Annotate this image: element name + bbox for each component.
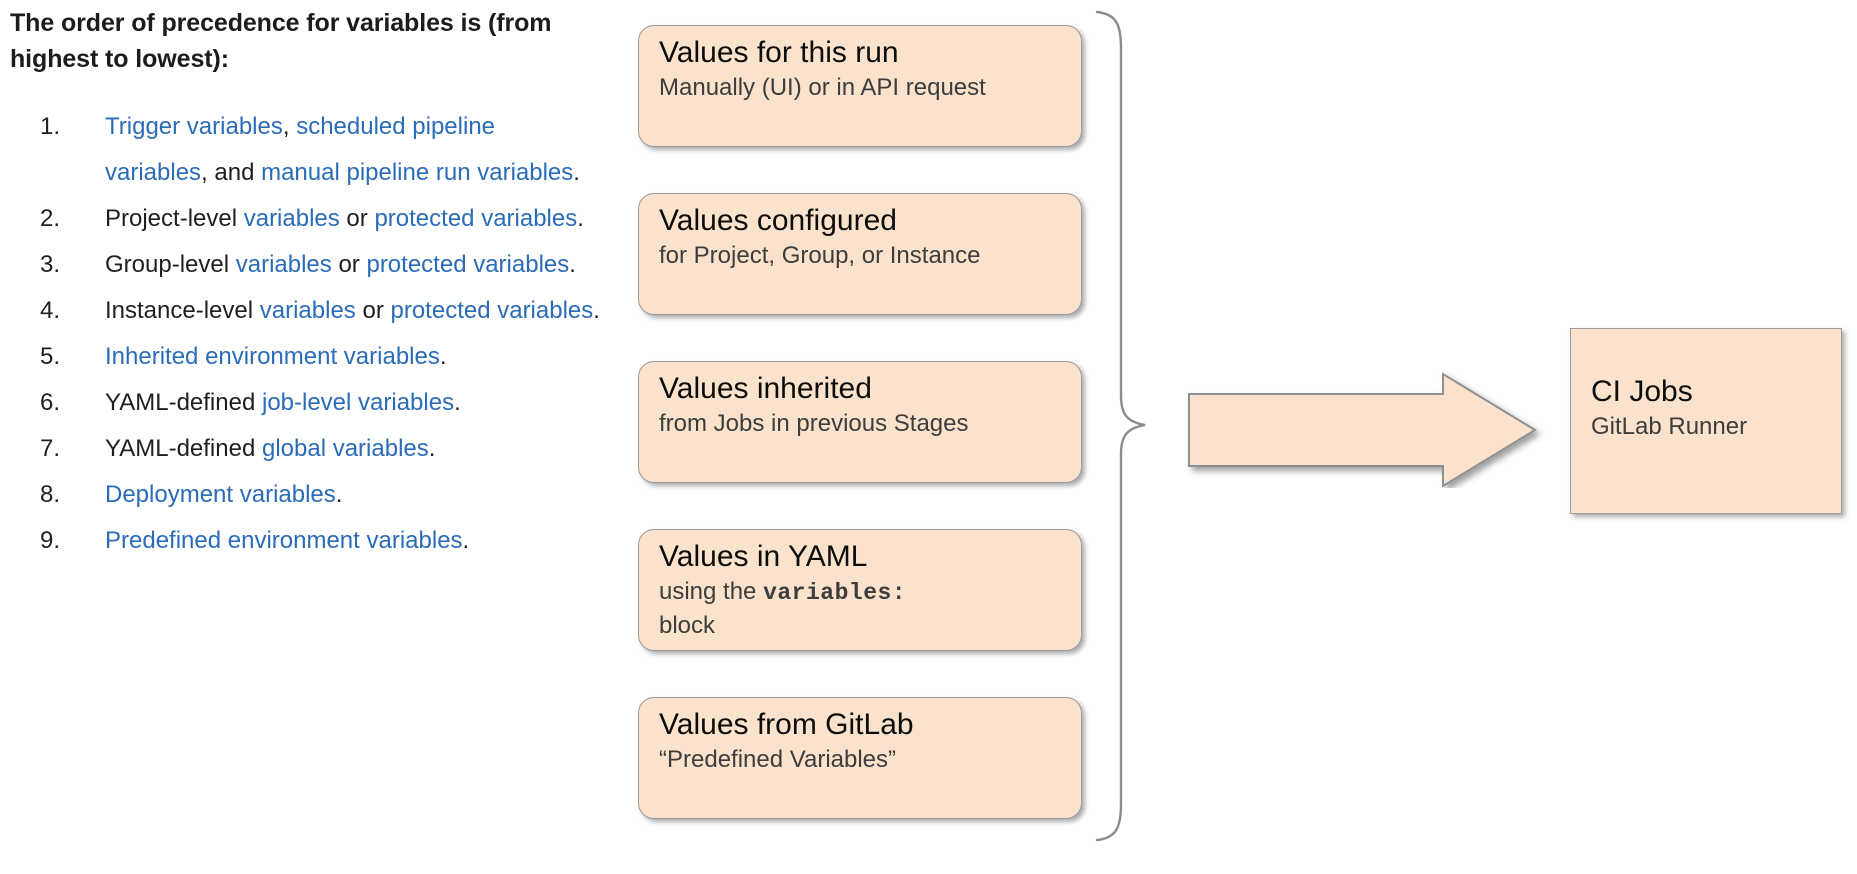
list-item-text: Project-level variables or protected var… xyxy=(105,196,600,242)
value-box-subtitle-post: block xyxy=(659,611,716,639)
list-item-marker: 5. xyxy=(40,343,61,370)
flow-arrow-to-ci-jobs-icon xyxy=(1188,372,1537,488)
ci-jobs-box[interactable]: CI Jobs GitLab Runner xyxy=(1570,328,1842,514)
list-item-marker: 7. xyxy=(40,435,61,462)
variable-doc-link[interactable]: protected variables xyxy=(366,251,570,278)
value-box-subtitle: from Jobs in previous Stages xyxy=(659,410,969,438)
variable-doc-link[interactable]: variables xyxy=(259,297,356,324)
precedence-list-item: 5. Inherited environment variables. xyxy=(0,334,600,380)
variable-doc-link[interactable]: variables xyxy=(243,205,340,232)
list-item-text: YAML-defined global variables. xyxy=(105,426,600,472)
list-item-text: Group-level variables or protected varia… xyxy=(105,242,600,288)
list-item-plain-text: . xyxy=(593,297,600,324)
variable-doc-link[interactable]: manual pipeline run variables xyxy=(261,159,574,186)
list-item-plain-text: , xyxy=(282,113,297,140)
list-item-plain-text: or xyxy=(339,205,375,232)
list-item-marker: 2. xyxy=(40,205,61,232)
value-box-subtitle: using the variables: block xyxy=(659,576,1061,642)
list-item-text: Deployment variables. xyxy=(105,472,600,518)
list-item-plain-text: . xyxy=(439,343,447,370)
precedence-list-item: 8. Deployment variables. xyxy=(0,472,600,518)
list-item-text: Predefined environment variables. xyxy=(105,518,600,564)
ci-jobs-subtitle: GitLab Runner xyxy=(1591,412,1748,440)
list-item-plain-text: . xyxy=(335,481,343,508)
precedence-ordered-list: 1. Trigger variables, scheduled pipeline … xyxy=(0,104,600,564)
list-item-marker: 9. xyxy=(40,527,61,554)
list-item-plain-text: . xyxy=(573,159,580,186)
value-box-subtitle: for Project, Group, or Instance xyxy=(659,242,981,270)
right-curly-brace-icon xyxy=(1095,10,1146,842)
list-item-plain-text: YAML-defined xyxy=(105,389,262,416)
value-box-title: Values from GitLab xyxy=(659,708,914,741)
value-box-subtitle: “Predefined Variables” xyxy=(659,746,897,774)
list-item-plain-text: Project-level xyxy=(105,205,244,232)
list-item-text: Inherited environment variables. xyxy=(105,334,600,380)
value-box-subtitle-pre: using the xyxy=(659,578,764,606)
variable-doc-link[interactable]: Deployment variables xyxy=(105,481,336,508)
list-item-plain-text: . xyxy=(454,389,461,416)
list-item-marker: 8. xyxy=(40,481,61,508)
list-item-marker: 1. xyxy=(40,113,61,140)
variable-doc-link[interactable]: job-level variables xyxy=(261,389,455,416)
value-box-values-in-yaml[interactable]: Values in YAML using the variables: block xyxy=(638,529,1082,651)
list-item-marker: 3. xyxy=(40,251,61,278)
list-item-plain-text: , and xyxy=(201,159,262,186)
list-item-plain-text: Group-level xyxy=(105,251,236,278)
page-heading: The order of precedence for variables is… xyxy=(10,9,552,73)
value-box-title: Values configured xyxy=(659,204,897,237)
values-box-stack: Values for this run Manually (UI) or in … xyxy=(638,0,1098,874)
list-item-plain-text: . xyxy=(577,205,584,232)
ci-jobs-title: CI Jobs xyxy=(1591,375,1693,408)
value-box-title: Values for this run xyxy=(659,36,899,69)
variable-doc-link[interactable]: protected variables xyxy=(374,205,578,232)
list-item-text: Instance-level variables or protected va… xyxy=(105,288,600,334)
value-box-values-configured[interactable]: Values configured for Project, Group, or… xyxy=(638,193,1082,315)
list-item-plain-text: . xyxy=(569,251,576,278)
value-box-title: Values in YAML xyxy=(659,540,868,573)
list-item-plain-text: . xyxy=(428,435,436,462)
list-item-plain-text: or xyxy=(331,251,367,278)
yaml-variables-keyword: variables: xyxy=(763,580,907,607)
value-box-subtitle: Manually (UI) or in API request xyxy=(659,74,986,102)
variable-doc-link[interactable]: variables xyxy=(235,251,332,278)
list-item-marker: 4. xyxy=(40,297,61,324)
variable-doc-link[interactable]: Predefined environment variables xyxy=(105,527,463,554)
precedence-list-item: 9. Predefined environment variables. xyxy=(0,518,600,564)
variable-doc-link[interactable]: Trigger variables xyxy=(105,113,283,140)
precedence-list-item: 2. Project-level variables or protected v… xyxy=(0,196,600,242)
variable-doc-link[interactable]: global variables xyxy=(261,435,429,462)
precedence-list-item: 1. Trigger variables, scheduled pipeline … xyxy=(0,104,600,196)
list-item-text: Trigger variables, scheduled pipeline va… xyxy=(105,104,600,196)
precedence-list-item: 7. YAML-defined global variables. xyxy=(0,426,600,472)
list-item-plain-text: . xyxy=(462,527,470,554)
precedence-list-item: 6. YAML-defined job-level variables. xyxy=(0,380,600,426)
precedence-list-item: 4. Instance-level variables or protected … xyxy=(0,288,600,334)
list-item-text: YAML-defined job-level variables. xyxy=(105,380,600,426)
value-box-values-from-gitlab[interactable]: Values from GitLab “Predefined Variables… xyxy=(638,697,1082,819)
variable-doc-link[interactable]: protected variables xyxy=(390,297,594,324)
value-box-title: Values inherited xyxy=(659,372,872,405)
value-box-values-for-this-run[interactable]: Values for this run Manually (UI) or in … xyxy=(638,25,1082,147)
precedence-text-column: The order of precedence for variables is… xyxy=(0,0,610,874)
precedence-list-item: 3. Group-level variables or protected var… xyxy=(0,242,600,288)
list-item-plain-text: Instance-level xyxy=(105,297,260,324)
list-item-plain-text: YAML-defined xyxy=(105,435,262,462)
list-item-marker: 6. xyxy=(40,389,61,416)
list-item-plain-text: or xyxy=(355,297,391,324)
variable-doc-link[interactable]: scheduled pipeline variables xyxy=(105,113,496,186)
variable-doc-link[interactable]: Inherited environment variables xyxy=(105,343,440,370)
value-box-values-inherited[interactable]: Values inherited from Jobs in previous S… xyxy=(638,361,1082,483)
